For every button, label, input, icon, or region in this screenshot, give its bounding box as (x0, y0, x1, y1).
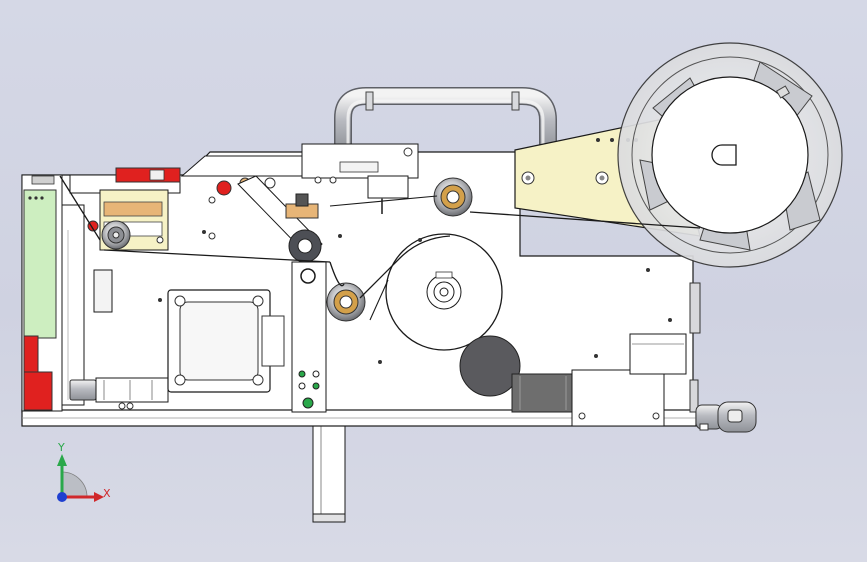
carry-handle (334, 87, 557, 150)
top-cover (180, 143, 419, 214)
triad-x-label: X (103, 487, 111, 500)
end-knob[interactable] (695, 401, 757, 433)
bottom-leg (312, 423, 346, 523)
orientation-triad (57, 454, 104, 502)
peel-head (59, 167, 181, 251)
left-side-assembly (21, 174, 113, 412)
triad-y-label: Y (58, 441, 65, 454)
guide-roller-lower (326, 282, 366, 322)
label-web (103, 195, 701, 321)
tension-lever (208, 175, 323, 263)
rewind-drum (385, 233, 503, 351)
fasteners (158, 230, 672, 364)
drive-hole (459, 335, 521, 397)
motor-block (167, 289, 285, 393)
center-post (291, 261, 327, 413)
guide-roller-upper (433, 177, 473, 217)
supply-reel (617, 42, 843, 268)
drive-motor (511, 333, 687, 427)
